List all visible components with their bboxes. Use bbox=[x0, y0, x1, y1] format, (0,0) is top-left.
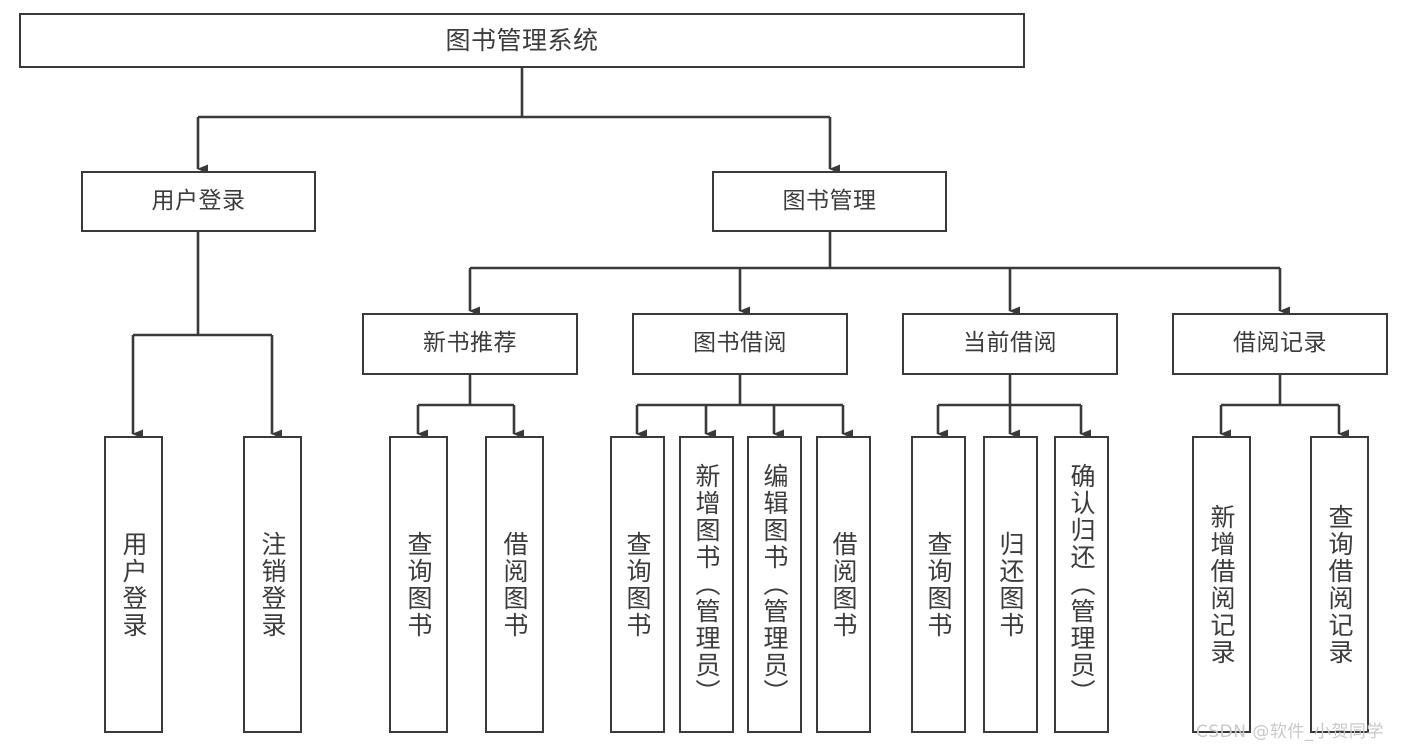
node-leaf-label: 查询借阅记录 bbox=[1325, 503, 1354, 666]
node-root-book-management-system[interactable]: 图书管理系统 bbox=[19, 13, 1025, 68]
node-borrow-record-label: 借阅记录 bbox=[1233, 330, 1327, 357]
node-leaf-borrow-book[interactable]: 借阅图书 bbox=[816, 436, 871, 733]
node-leaf-borrow-query-book[interactable]: 查询图书 bbox=[610, 436, 665, 733]
node-leaf-label: 用户登录 bbox=[119, 530, 148, 639]
node-new-book-recommend[interactable]: 新书推荐 bbox=[362, 313, 578, 375]
node-leaf-return-book[interactable]: 归还图书 bbox=[983, 436, 1038, 733]
node-user-login[interactable]: 用户登录 bbox=[81, 171, 316, 232]
node-leaf-label: 查询图书 bbox=[924, 530, 953, 639]
node-leaf-label: 归还图书 bbox=[996, 530, 1025, 639]
node-leaf-edit-book-admin[interactable]: 编辑图书（管理员） bbox=[747, 436, 802, 733]
node-leaf-user-logout[interactable]: 注销登录 bbox=[243, 436, 302, 733]
node-leaf-label: 查询图书 bbox=[404, 530, 433, 639]
node-leaf-label: 借阅图书 bbox=[500, 530, 529, 639]
node-leaf-user-login[interactable]: 用户登录 bbox=[104, 436, 163, 733]
node-leaf-label: 编辑图书（管理员） bbox=[760, 463, 789, 706]
node-leaf-label: 确认归还（管理员） bbox=[1067, 463, 1096, 706]
node-new-book-recommend-label: 新书推荐 bbox=[423, 330, 517, 357]
node-leaf-current-query-book[interactable]: 查询图书 bbox=[911, 436, 966, 733]
node-user-login-label: 用户登录 bbox=[151, 187, 246, 214]
node-borrow-record[interactable]: 借阅记录 bbox=[1172, 313, 1388, 375]
node-leaf-add-borrow-record[interactable]: 新增借阅记录 bbox=[1192, 436, 1251, 733]
node-leaf-recommend-borrow-book[interactable]: 借阅图书 bbox=[485, 436, 544, 733]
node-leaf-label: 查询图书 bbox=[623, 530, 652, 639]
node-leaf-add-book-admin[interactable]: 新增图书（管理员） bbox=[679, 436, 734, 733]
node-leaf-label: 注销登录 bbox=[258, 530, 287, 639]
node-book-borrow[interactable]: 图书借阅 bbox=[632, 313, 848, 375]
node-root-label: 图书管理系统 bbox=[445, 25, 599, 55]
node-leaf-confirm-return-admin[interactable]: 确认归还（管理员） bbox=[1054, 436, 1109, 733]
csdn-watermark: CSDN @软件_小贺同学 bbox=[1196, 722, 1384, 742]
node-leaf-label: 新增图书（管理员） bbox=[692, 463, 721, 706]
node-book-management[interactable]: 图书管理 bbox=[712, 171, 947, 232]
node-leaf-query-borrow-record[interactable]: 查询借阅记录 bbox=[1310, 436, 1369, 733]
node-book-management-label: 图书管理 bbox=[782, 187, 877, 214]
node-book-borrow-label: 图书借阅 bbox=[693, 330, 787, 357]
node-current-borrow-label: 当前借阅 bbox=[963, 330, 1057, 357]
node-leaf-recommend-query-book[interactable]: 查询图书 bbox=[389, 436, 448, 733]
node-leaf-label: 新增借阅记录 bbox=[1207, 503, 1236, 666]
node-leaf-label: 借阅图书 bbox=[829, 530, 858, 639]
node-current-borrow[interactable]: 当前借阅 bbox=[902, 313, 1118, 375]
